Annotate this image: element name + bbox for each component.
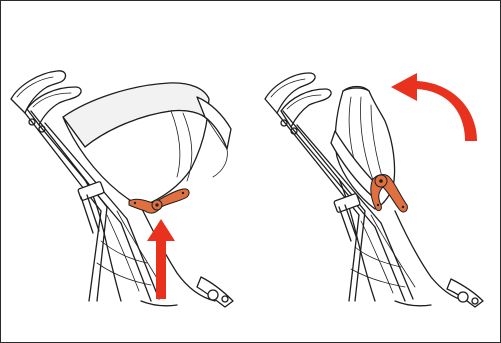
wheel-assembly [141,277,233,307]
stroller-illustration-step-1 [1,1,251,342]
step-1-panel [1,1,251,342]
step-2-panel [251,1,500,342]
up-arrow-icon [147,219,175,299]
handle-grips [265,73,331,134]
folded-canopy [331,87,395,210]
curved-arrow-icon [391,73,477,141]
wheel-assembly [395,279,483,307]
release-lever [371,175,408,212]
stroller-illustration-step-2 [251,1,500,342]
